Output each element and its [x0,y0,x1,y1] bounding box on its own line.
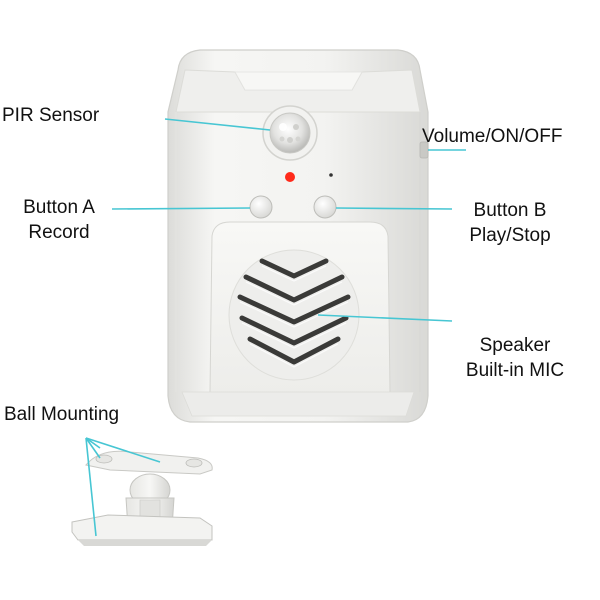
label-speaker-line1: Speaker [479,335,551,356]
button-b [313,195,337,219]
label-ball-mounting: Ball Mounting [4,404,120,425]
label-button-a-line1: Button A [23,197,95,218]
pir-lens [262,105,318,161]
indicator-led [285,172,295,182]
button-a [249,195,273,219]
leader-line-pir [164,118,271,131]
ball-mount-bracket [71,450,213,546]
speaker-grille [228,249,360,381]
label-button-a-line2: Record [28,222,90,243]
leader-line-mount-left [85,437,101,449]
label-button-b-line2: Play/Stop [469,225,551,246]
leader-line-mount-3 [85,437,97,537]
label-speaker-line2: Built-in MIC [465,360,565,381]
label-pir-sensor: PIR Sensor [2,105,100,126]
leader-line-mount-1 [85,437,161,463]
label-button-a: Button A Record [4,195,114,245]
label-speaker: Speaker Built-in MIC [452,333,578,383]
label-button-b-line1: Button B [473,200,547,221]
leader-line-button-a [111,207,251,210]
label-volume-switch: Volume/ON/OFF [422,126,563,147]
leader-lines [85,118,466,537]
leader-line-mount-2 [85,437,101,459]
label-button-b: Button B Play/Stop [452,198,568,248]
mic-hole [329,173,333,177]
leader-line-button-b [335,207,453,210]
leader-line-speaker [317,314,453,322]
